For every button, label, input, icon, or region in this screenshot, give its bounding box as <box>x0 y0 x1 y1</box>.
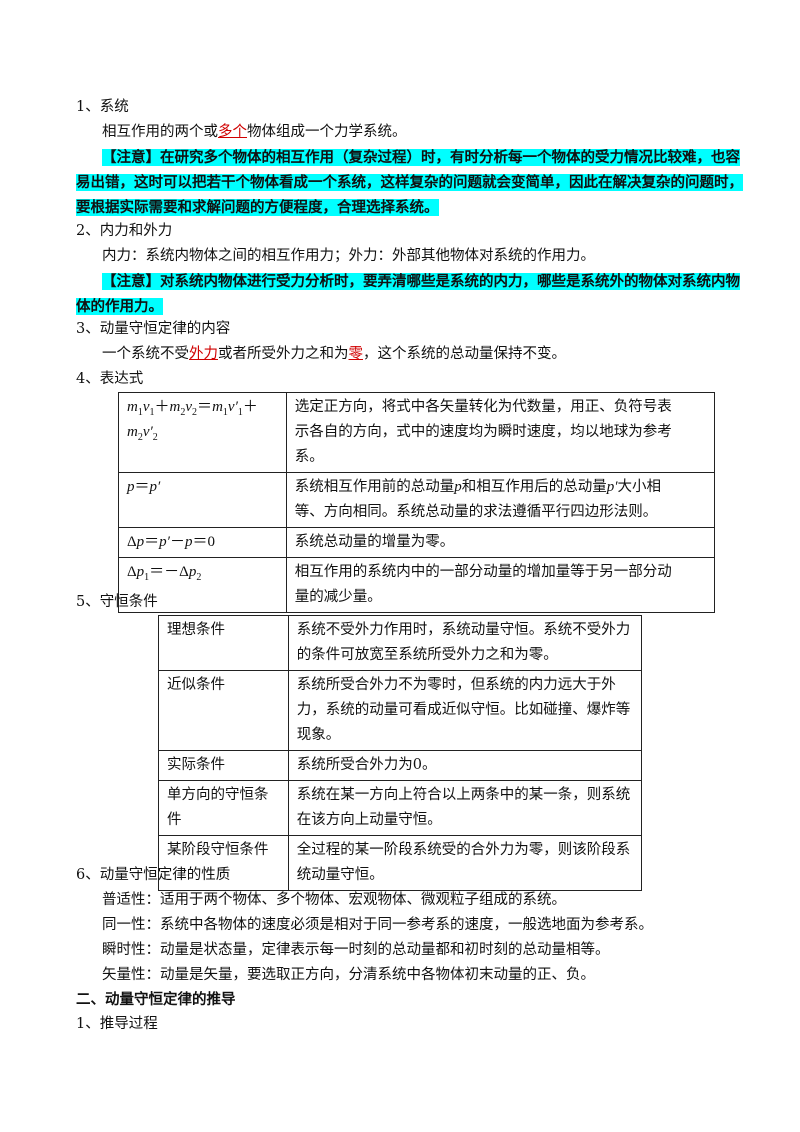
property-sameness: 同一性：系统中各物体的速度必须是相对于同一参考系的速度，一般选地面为参考系。 <box>102 917 653 933</box>
part-2-heading: 二、动量守恒定律的推导 <box>76 991 236 1008</box>
note-1-line-3: 要根据实际需要和求解问题的方便程度，合理选择系统。 <box>76 199 439 216</box>
condition-name: 实际条件 <box>158 750 289 781</box>
section-2-heading: 2、内力和外力 <box>76 223 173 239</box>
table-row: 单方向的守恒条件 系统在某一方向上符合以上两条中的某一条，则系统在该方向上动量守… <box>158 780 643 836</box>
table-row: m1v1＋m2v2＝m1v′1＋m2v′2 选定正方向，将式中各矢量转化为代数量… <box>118 392 716 473</box>
description-cell: 系统总动量的增量为零。 <box>285 527 716 558</box>
law-statement: 一个系统不受外力或者所受外力之和为零，这个系统的总动量保持不变。 <box>102 346 566 362</box>
section-6-heading: 6、动量守恒定律的性质 <box>76 867 231 883</box>
table-row: 近似条件 系统所受合外力不为零时，但系统的内力远大于外力，系统的动量可看成近似守… <box>158 670 643 751</box>
section-4-heading: 4、表达式 <box>76 371 144 387</box>
description-cell: 相互作用的系统内中的一部分动量的增加量等于另一部分动量的减少量。 <box>285 557 716 613</box>
table-row: Δp1＝－Δp2 相互作用的系统内中的一部分动量的增加量等于另一部分动量的减少量… <box>118 557 716 613</box>
description-cell: 选定正方向，将式中各矢量转化为代数量，用正、负符号表示各自的方向，式中的速度均为… <box>285 392 716 473</box>
table-row: 理想条件 系统不受外力作用时，系统动量守恒。系统不受外力的条件可放宽至系统所受外… <box>158 615 643 671</box>
system-definition: 相互作用的两个或多个物体组成一个力学系统。 <box>102 124 407 140</box>
table-row: 某阶段守恒条件 全过程的某一阶段系统受的合外力为零，则该阶段系统动量守恒。 <box>158 835 643 891</box>
highlight-waili: 外力 <box>189 346 218 362</box>
highlight-ling: 零 <box>348 346 364 362</box>
table-row: Δp＝p′－p＝0 系统总动量的增量为零。 <box>118 527 716 558</box>
condition-desc: 系统在某一方向上符合以上两条中的某一条，则系统在该方向上动量守恒。 <box>287 780 643 836</box>
condition-desc: 系统不受外力作用时，系统动量守恒。系统不受外力的条件可放宽至系统所受外力之和为零… <box>287 615 643 671</box>
highlight-duoge: 多个 <box>218 124 247 140</box>
condition-name: 近似条件 <box>158 670 289 751</box>
expression-table: m1v1＋m2v2＝m1v′1＋m2v′2 选定正方向，将式中各矢量转化为代数量… <box>118 392 716 613</box>
section-5-heading: 5、守恒条件 <box>76 594 158 610</box>
table-row: p＝p′ 系统相互作用前的总动量p和相互作用后的总动量p′大小相等、方向相同。系… <box>118 472 716 528</box>
note-1-line-2: 易出错，这时可以把若干个物体看成一个系统，这样复杂的问题就会变简单，因此在解决复… <box>76 174 743 191</box>
derivation-subheading: 1、推导过程 <box>76 1016 158 1032</box>
condition-desc: 系统所受合外力为0。 <box>287 750 643 781</box>
condition-desc: 系统所受合外力不为零时，但系统的内力远大于外力，系统的动量可看成近似守恒。比如碰… <box>287 670 643 751</box>
formula-cell: m1v1＋m2v2＝m1v′1＋m2v′2 <box>118 392 287 473</box>
description-cell: 系统相互作用前的总动量p和相互作用后的总动量p′大小相等、方向相同。系统总动量的… <box>285 472 716 528</box>
formula-cell: p＝p′ <box>118 472 287 528</box>
condition-name: 理想条件 <box>158 615 289 671</box>
condition-name: 某阶段守恒条件 <box>158 835 289 891</box>
section-1-heading: 1、系统 <box>76 99 129 115</box>
formula-cell: Δp1＝－Δp2 <box>118 557 287 613</box>
formula-cell: Δp＝p′－p＝0 <box>118 527 287 558</box>
property-vector: 矢量性：动量是矢量，要选取正方向，分清系统中各物体初末动量的正、负。 <box>102 967 595 983</box>
note-2-line-1: 【注意】对系统内物体进行受力分析时，要弄清哪些是系统的内力，哪些是系统外的物体对… <box>102 273 740 290</box>
note-1-line-1: 【注意】在研究多个物体的相互作用（复杂过程）时，有时分析每一个物体的受力情况比较… <box>102 149 740 166</box>
condition-desc: 全过程的某一阶段系统受的合外力为零，则该阶段系统动量守恒。 <box>287 835 643 891</box>
property-instantaneity: 瞬时性：动量是状态量，定律表示每一时刻的总动量都和初时刻的总动量相等。 <box>102 942 610 958</box>
force-definition: 内力：系统内物体之间的相互作用力；外力：外部其他物体对系统的作用力。 <box>102 248 595 264</box>
note-2-line-2: 体的作用力。 <box>76 298 163 315</box>
section-3-heading: 3、动量守恒定律的内容 <box>76 321 231 337</box>
condition-name: 单方向的守恒条件 <box>158 780 289 836</box>
conditions-table: 理想条件 系统不受外力作用时，系统动量守恒。系统不受外力的条件可放宽至系统所受外… <box>158 615 643 891</box>
table-row: 实际条件 系统所受合外力为0。 <box>158 750 643 781</box>
property-universality: 普适性：适用于两个物体、多个物体、宏观物体、微观粒子组成的系统。 <box>102 892 566 908</box>
